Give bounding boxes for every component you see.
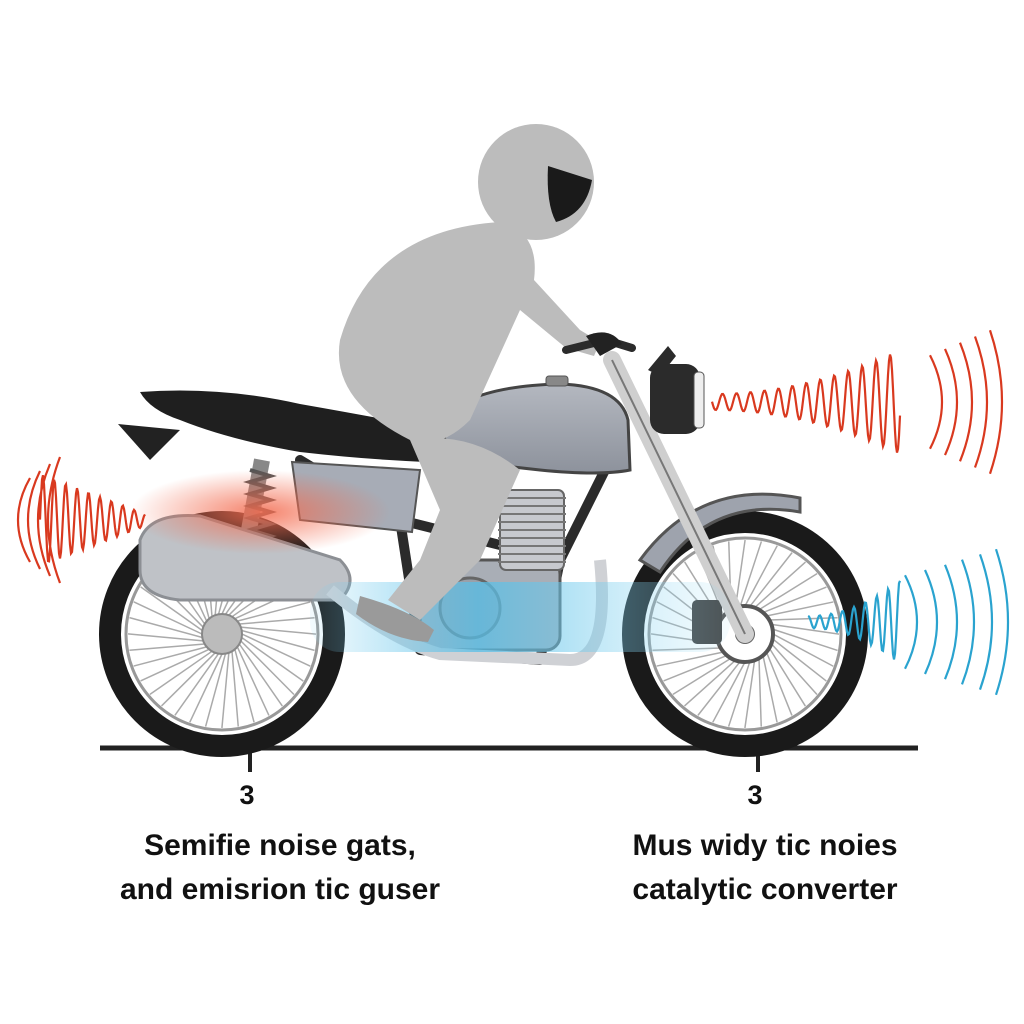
handlebar — [562, 332, 636, 356]
fuel-cap — [545, 375, 569, 387]
marker-number-right: 3 — [747, 780, 763, 810]
seat — [140, 390, 440, 462]
front-fork — [603, 351, 754, 643]
caption-right-line1: Mus widy tic noies — [632, 829, 898, 862]
caption-right-line2: catalytic converter — [632, 873, 898, 906]
sound-wave-clean-icon — [807, 548, 1010, 696]
caption-left: Semifie noise gats, and emisrion tic gus… — [80, 824, 480, 912]
caption-right: Mus widy tic noies catalytic converter — [570, 824, 960, 912]
exhaust-heat-glow — [130, 470, 390, 554]
sound-wave-front-icon — [710, 329, 1004, 475]
headlight — [648, 346, 705, 434]
sound-wave-left-icon — [16, 456, 146, 584]
caption-left-line1: Semifie noise gats, — [144, 829, 416, 862]
tail-bracket — [118, 424, 180, 460]
caption-left-line2: and emisrion tic guser — [119, 873, 441, 906]
marker-number-left: 3 — [239, 780, 255, 810]
rider-figure — [338, 124, 600, 642]
